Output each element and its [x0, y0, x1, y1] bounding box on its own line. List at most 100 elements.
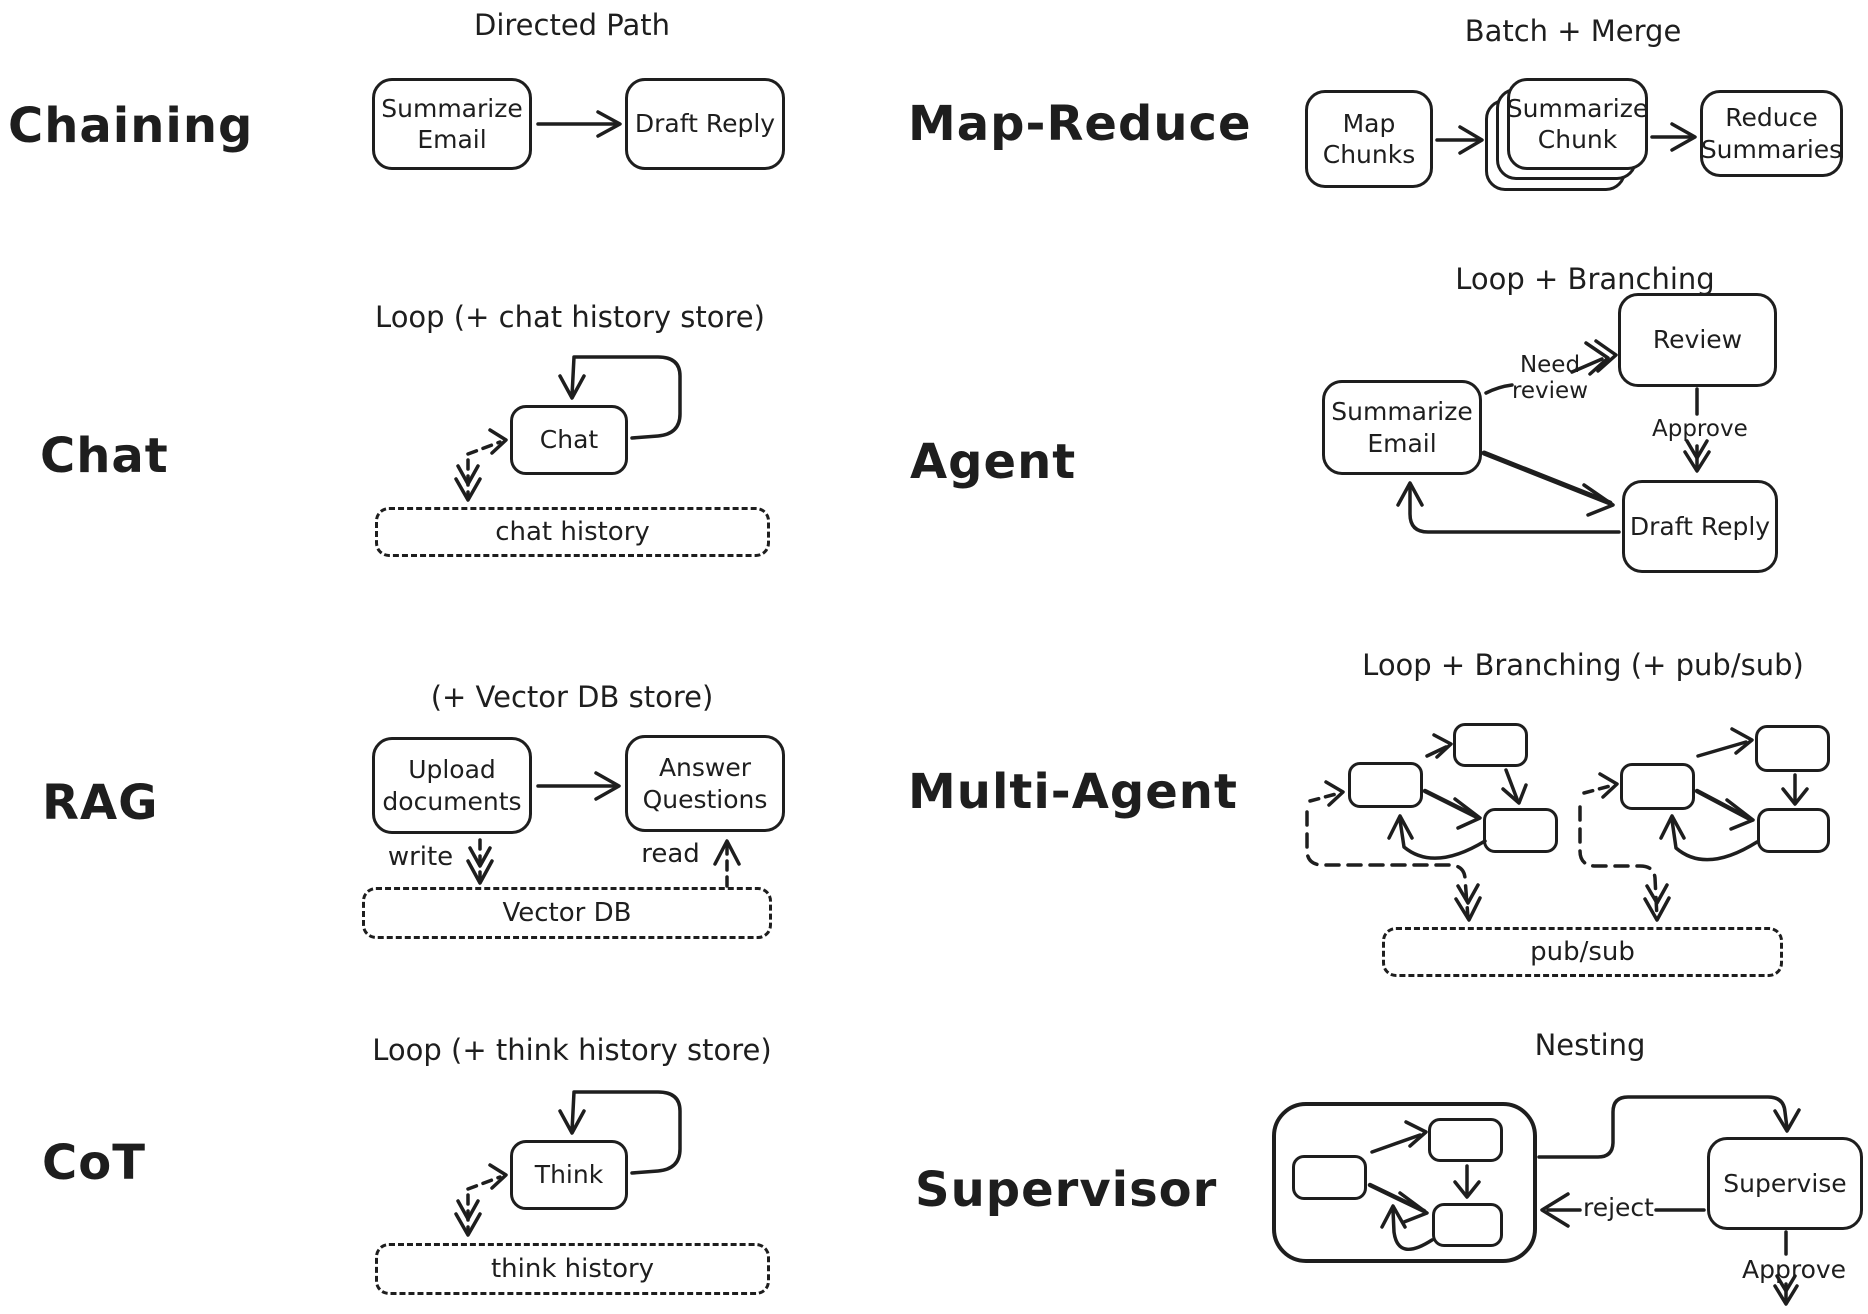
agent-node-review: Review [1618, 293, 1777, 387]
sup-reject-arrowhead [1540, 1192, 1570, 1228]
ma2-pubsub-dashed-path [1578, 805, 1659, 920]
map-reduce-arrowhead-1 [1458, 125, 1484, 155]
ma1-bc-arrowhead [1501, 783, 1528, 805]
supervisor-inner-node-c [1432, 1203, 1503, 1247]
agent-return-arrow [1408, 484, 1621, 534]
ma1-pubsub-dashed-path [1305, 810, 1470, 920]
agent-title: Loop + Branching [1455, 262, 1715, 296]
pub-sub-store: pub/sub [1382, 927, 1783, 977]
ma2-ac-arrow [1694, 788, 1753, 822]
sup-approve-arrowhead-1 [1773, 1284, 1799, 1306]
rag-write-arrowhead-2 [468, 846, 492, 868]
ma1-return-arrow [1398, 818, 1487, 860]
chaining-title: Directed Path [473, 8, 670, 42]
ma1-return-arrowhead [1387, 814, 1414, 840]
ma1-pubsub-arrowhead-1 [1454, 896, 1482, 922]
agent-draft-arrowhead [1582, 483, 1615, 517]
supervisor-inner-node-a [1292, 1155, 1367, 1200]
agent-node-summarize-email: Summarize Email [1322, 380, 1482, 475]
map-reduce-arrowhead-2 [1670, 122, 1697, 152]
agent-edge-label-approve: Approve [1652, 416, 1748, 442]
ma2-return-arrow [1670, 818, 1759, 862]
cot-title: Loop (+ think history store) [372, 1033, 772, 1067]
ma2-ab-arrowhead [1730, 727, 1754, 755]
ma1-bc-arrow [1504, 768, 1519, 801]
ma1-ac-arrow [1422, 788, 1480, 820]
map-reduce-title: Batch + Merge [1464, 14, 1682, 48]
multi-agent-cluster1-node-a [1348, 762, 1423, 808]
rag-node-answer-questions: Answer Questions [625, 735, 785, 832]
agent-need-review-arrowhead-2 [1594, 339, 1618, 373]
supervisor-edge-label-reject: reject [1583, 1193, 1654, 1222]
ma2-return-arrowhead [1659, 814, 1686, 840]
chaining-node-draft-reply: Draft Reply [625, 78, 785, 170]
ma2-in-arrowhead [1598, 772, 1619, 799]
agent-need-review-tick [1484, 383, 1514, 395]
chat-store-arrowhead-2 [456, 464, 480, 486]
chat-title: Loop (+ chat history store) [375, 300, 765, 334]
agent-edge-label-need-review: Need review [1511, 352, 1589, 405]
chaining-node-summarize-email: Summarize Email [372, 78, 532, 170]
chat-node-chat: Chat [510, 405, 628, 475]
supervisor-title: Nesting [1534, 1028, 1646, 1062]
rag-edge-label-read: read [641, 839, 700, 869]
rag-write-arrowhead-1 [466, 859, 494, 885]
ma1-ab-arrowhead [1432, 733, 1453, 759]
supervisor-edge-label-approve: Approve [1742, 1255, 1847, 1284]
cot-in-arrowhead [488, 1163, 508, 1190]
chat-self-loop-arrowhead [558, 374, 586, 400]
chat-store-arrowhead-1 [454, 477, 482, 502]
think-history-store: think history [375, 1243, 770, 1295]
multi-agent-title: Loop + Branching (+ pub/sub) [1362, 648, 1804, 682]
multi-agent-cluster2-node-b [1755, 725, 1830, 772]
map-reduce-label: Map-Reduce [908, 96, 1252, 152]
agent-label: Agent [910, 434, 1077, 490]
cot-store-arrowhead-2 [456, 1199, 480, 1221]
chat-label: Chat [40, 428, 169, 484]
supervisor-inner-node-b [1428, 1118, 1503, 1162]
multi-agent-cluster1-node-c [1483, 808, 1558, 853]
multi-agent-cluster1-node-b [1453, 723, 1528, 767]
ma1-in-dashed-arrow [1308, 792, 1338, 803]
rag-edge-label-write: write [387, 842, 454, 872]
agent-node-draft-reply: Draft Reply [1622, 480, 1778, 573]
rag-node-upload-documents: Upload documents [372, 737, 532, 834]
cot-self-loop-arrowhead [558, 1109, 586, 1135]
ma2-bc-arrowhead [1781, 787, 1809, 806]
ma2-ab-arrow [1696, 740, 1748, 758]
cot-store-arrowhead-1 [454, 1212, 482, 1237]
supervisor-label: Supervisor [915, 1162, 1218, 1218]
map-reduce-node-map-chunks: Map Chunks [1305, 90, 1433, 188]
chat-history-store: chat history [375, 507, 770, 557]
ma2-pubsub-arrowhead-2 [1645, 883, 1669, 905]
agent-return-arrowhead [1396, 481, 1424, 507]
chat-in-dashed-arrow [466, 440, 502, 456]
sup-to-supervise-arrowhead [1773, 1108, 1801, 1133]
chat-in-arrowhead [488, 428, 508, 455]
cot-node-think: Think [510, 1140, 628, 1210]
rag-label: RAG [42, 775, 159, 831]
multi-agent-cluster2-node-a [1620, 763, 1695, 810]
map-reduce-node-summarize-chunk: Summarize Chunk [1507, 78, 1648, 170]
cot-label: CoT [42, 1135, 146, 1191]
ma2-pubsub-arrowhead-1 [1643, 896, 1671, 922]
multi-agent-cluster2-node-c [1757, 808, 1830, 853]
ma1-pubsub-arrowhead-2 [1456, 883, 1480, 905]
ma1-ab-arrow [1425, 745, 1448, 758]
agent-approve-arrowhead-2 [1685, 439, 1709, 460]
chaining-arrowhead [596, 110, 622, 138]
ma1-ac-arrowhead [1453, 797, 1482, 830]
rag-arrowhead [594, 771, 621, 801]
vector-db-store: Vector DB [362, 887, 772, 939]
ma1-in-arrowhead [1324, 780, 1345, 807]
agent-approve-arrowhead-1 [1683, 450, 1711, 473]
supervisor-node-supervise: Supervise [1707, 1137, 1863, 1230]
cot-in-dashed-arrow [466, 1175, 502, 1191]
chaining-label: Chaining [8, 98, 254, 154]
ma2-ac-arrowhead [1725, 798, 1755, 831]
rag-read-arrowhead [713, 839, 741, 866]
ma2-in-dashed-arrow [1582, 784, 1612, 795]
map-reduce-node-reduce-summaries: Reduce Summaries [1700, 90, 1843, 177]
agent-draft-arrow [1481, 450, 1613, 506]
